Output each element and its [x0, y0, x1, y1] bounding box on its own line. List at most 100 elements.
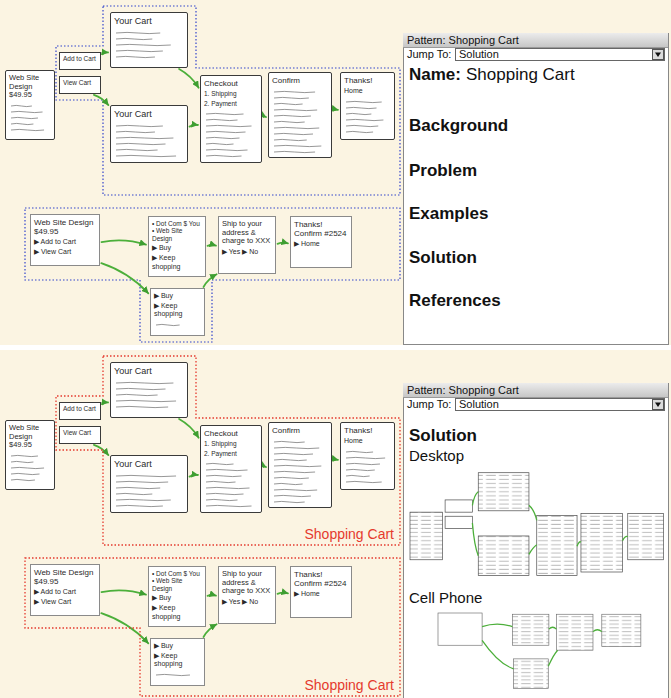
- section-heading: Solution: [409, 248, 477, 268]
- sketch-title: Web Site Design $49.95: [9, 424, 51, 450]
- subsection-heading: Cell Phone: [409, 589, 482, 606]
- phone-screen: Thanks! Confirm #2524 ▶ Home: [290, 566, 352, 618]
- title-bar: Pattern: Shopping Cart: [403, 33, 668, 48]
- sketch-title: Your Cart: [114, 16, 184, 26]
- flow-arrow: [102, 240, 147, 244]
- sketch-text: ▶ View Cart: [34, 598, 96, 606]
- sketch-text: ▶ Buy: [152, 244, 202, 252]
- sketch-page: Your Cart: [110, 455, 188, 513]
- sketch-title: Thanks! Confirm #2524: [294, 220, 348, 238]
- sketch-page: Your Cart: [110, 105, 188, 163]
- sketch-text: ▶ Add to Cart: [34, 238, 96, 246]
- sketch-text: Home: [344, 87, 391, 95]
- sketch-text: ▶ Yes ▶ No: [222, 248, 272, 256]
- sketch-title: Web Site Design $49.95: [9, 74, 51, 100]
- phone-screen: Ship to your address & charge to XXX ▶ Ye…: [218, 216, 276, 274]
- sketch-title: Add to Cart: [63, 405, 97, 412]
- flow-arrow: [208, 244, 217, 247]
- sketch-title: • Dot Com $ You • Web Site Design: [152, 570, 202, 592]
- phone-screen: Ship to your address & charge to XXX ▶ Ye…: [218, 566, 276, 624]
- pattern-region: Shopping Cart Web Site Design $49.95 ▶ Add…: [25, 558, 400, 696]
- region-label: Shopping Cart: [304, 526, 394, 542]
- phone-screen: ▶ Buy ▶ Keep shopping: [150, 288, 205, 336]
- sketch-text: ▶ Home: [294, 240, 348, 248]
- sketch-title: Checkout: [204, 79, 258, 88]
- sketch-page: Your Cart: [110, 12, 188, 68]
- flow-arrow: [190, 475, 199, 477]
- sketch-title: Add to Cart: [63, 55, 97, 62]
- section-heading: Solution: [409, 426, 477, 446]
- sketch-text: 2. Payment: [204, 100, 258, 107]
- panel-title: Pattern: Shopping Cart: [407, 383, 519, 397]
- flow-arrow: [334, 109, 339, 112]
- dropdown-arrow: [652, 49, 664, 60]
- flow-arrow: [334, 459, 339, 462]
- sketch-page: Web Site Design $49.95: [5, 420, 55, 490]
- flow-arrow: [179, 69, 199, 88]
- sketch-title: Ship to your address & charge to XXX: [222, 220, 272, 246]
- sketch-text: Home: [344, 437, 391, 445]
- sketch-title: Checkout: [204, 429, 258, 438]
- sketch-text: 1. Shipping: [204, 90, 258, 97]
- panel-title: Pattern: Shopping Cart: [407, 33, 519, 47]
- sketch-text: ▶ Keep shopping: [154, 652, 201, 668]
- field-name: Name:: [409, 65, 461, 85]
- flow-arrow: [278, 243, 289, 244]
- sketch-title: Web Site Design $49.95: [34, 568, 96, 586]
- sketch-page: Thanks!Home: [340, 72, 395, 140]
- pattern-panel: Pattern: Shopping CartJump To:SolutionSo…: [403, 383, 668, 698]
- sketch-page: Confirm: [268, 72, 332, 158]
- sketch-text: ▶ Add to Cart: [34, 588, 96, 596]
- sketch-text: ▶ Home: [294, 590, 348, 598]
- sketch-page: Thanks! Home: [340, 422, 395, 490]
- sketch-page: Checkout 1. Shipping 2. Payment: [200, 425, 262, 513]
- sketch-text: 2. Payment: [204, 450, 258, 457]
- dropdown-value: Solution: [459, 49, 499, 60]
- sketch-title: Your Cart: [114, 366, 184, 376]
- sketch-title: Confirm: [272, 76, 328, 85]
- sketch-text: 1. Shipping: [204, 440, 258, 447]
- sketch-text: ▶ Keep shopping: [152, 254, 202, 270]
- sketch-page: Your Cart: [110, 362, 188, 418]
- sketch-title: Thanks! Confirm #2524: [294, 570, 348, 588]
- sketch-title: • Dot Com $ You • Web Site Design: [152, 220, 202, 242]
- sketch-page: Web Site Design $49.95: [5, 70, 55, 140]
- sketch-title: Thanks!: [344, 426, 391, 435]
- flow-arrow: [190, 125, 199, 127]
- sketch-title: Ship to your address & charge to XXX: [222, 570, 272, 596]
- flow-arrow: [102, 402, 108, 404]
- sketch-title: Your Cart: [114, 459, 184, 469]
- phone-screen: • Dot Com $ You • Web Site Design ▶ Buy ▶ …: [148, 216, 206, 277]
- field-value: Shopping Cart: [466, 65, 575, 85]
- sketch-page: Confirm: [268, 422, 332, 508]
- flow-arrow: [278, 593, 289, 594]
- region-label: Shopping Cart: [304, 677, 394, 693]
- flow-arrow: [94, 95, 109, 105]
- sketch-text: ▶ Yes ▶ No: [222, 598, 272, 606]
- sketch-text: ▶ Keep shopping: [152, 604, 202, 620]
- sketch-scribble: [200, 75, 262, 163]
- sketch-text: ▶ Keep shopping: [154, 302, 201, 318]
- sketch-button: View Cart: [59, 426, 101, 444]
- phone-screen: ▶ Buy ▶ Keep shopping: [150, 638, 205, 686]
- phone-screen: Web Site Design $49.95▶ Add to Cart▶ Vie…: [30, 214, 100, 266]
- jump-dropdown: Solution: [455, 398, 665, 411]
- section-heading: Background: [409, 116, 508, 136]
- sketch-title: ▶ Buy: [154, 292, 201, 300]
- sketch-button: Add to Cart: [59, 402, 101, 420]
- pattern-panel: Pattern: Shopping CartJump To:SolutionNa…: [403, 33, 668, 345]
- flow-arrow: [179, 419, 199, 438]
- sketch-title: ▶ Buy: [154, 642, 201, 650]
- sketch-title: Web Site Design $49.95: [34, 218, 96, 236]
- sketch-title: View Cart: [63, 79, 97, 86]
- flow-arrow: [101, 263, 148, 293]
- flow-arrow: [102, 52, 108, 54]
- flow-arrow: [264, 466, 267, 468]
- phone-screen: Web Site Design $49.95 ▶ Add to Cart ▶ Vie…: [30, 564, 100, 616]
- sketch-title: View Cart: [63, 429, 97, 436]
- flow-arrow: [102, 590, 147, 594]
- phone-screen: • Dot Com $ You • Web Site Design▶ Buy▶ …: [148, 566, 206, 627]
- title-bar: Pattern: Shopping Cart: [403, 383, 668, 398]
- flow-arrow: [264, 116, 267, 118]
- section-heading: References: [409, 291, 501, 311]
